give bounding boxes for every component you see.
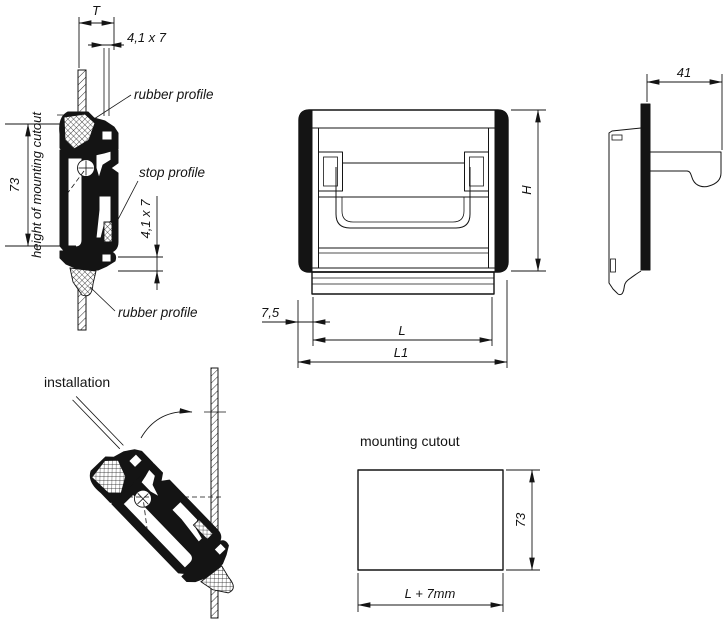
dim-cutout-width-text: L + 7mm (405, 586, 456, 601)
dim-slot-side: 4,1 x 7 (118, 196, 163, 290)
label-stop-profile: stop profile (111, 165, 205, 232)
label-rubber-profile-top: rubber profile (57, 87, 214, 120)
installation-panel (210, 367, 219, 619)
dim-cutout-73: 73 (506, 469, 540, 571)
dim-L-text: L (398, 323, 405, 338)
label-rubber-profile-bottom-text: rubber profile (118, 305, 198, 320)
dim-slot-side-text: 4,1 x 7 (138, 199, 153, 239)
front-bottom-flange (311, 271, 495, 295)
dim-slot-top-text: 4,1 x 7 (127, 30, 167, 45)
dim-H: H (511, 109, 546, 272)
dim-H-text: H (519, 185, 534, 195)
side-grip (650, 151, 722, 188)
mounting-cutout-title: mounting cutout (360, 433, 460, 449)
rotation-arrow (140, 408, 193, 439)
dim-L1: L1 (297, 280, 508, 368)
front-left-cap (298, 109, 313, 273)
view-cross-section: T 4,1 x 7 rubber profile stop profile (5, 3, 214, 331)
label-rubber-profile-bottom: rubber profile (89, 286, 198, 320)
view-side: 41 (608, 65, 723, 296)
dim-cutout-73-text: 73 (513, 512, 528, 527)
dim-slot-top: 4,1 x 7 (88, 30, 167, 48)
dim-L1-text: L1 (394, 345, 408, 360)
dim-41-text: 41 (677, 65, 691, 80)
dim-height-73-text: 73 (7, 177, 22, 192)
front-grip-tray (335, 167, 471, 229)
dim-height-73: 73 height of mounting cutout (5, 111, 76, 258)
view-installation: installation (40, 367, 256, 619)
view-mounting-cutout: mounting cutout 73 L + 7mm (357, 433, 540, 612)
dim-cutout-width: L + 7mm (357, 573, 504, 612)
installation-handle (40, 389, 256, 610)
dim-L: L (312, 297, 493, 346)
cutout-rect (357, 469, 504, 571)
label-stop-profile-text: stop profile (139, 165, 205, 180)
view-front: H 7,5 L L1 (261, 109, 546, 368)
dim-height-caption-text: height of mounting cutout (29, 111, 44, 258)
front-pivot-hooks (318, 151, 489, 192)
dim-7-5-text: 7,5 (261, 305, 280, 320)
installation-title: installation (44, 374, 110, 390)
dim-T-text: T (92, 3, 101, 18)
front-right-cap (494, 109, 509, 273)
side-handle-outline (608, 127, 642, 296)
dim-41: 41 (646, 65, 723, 150)
side-front-frame (640, 103, 651, 271)
dim-7-5: 7,5 (261, 297, 330, 368)
label-rubber-profile-top-text: rubber profile (134, 87, 214, 102)
